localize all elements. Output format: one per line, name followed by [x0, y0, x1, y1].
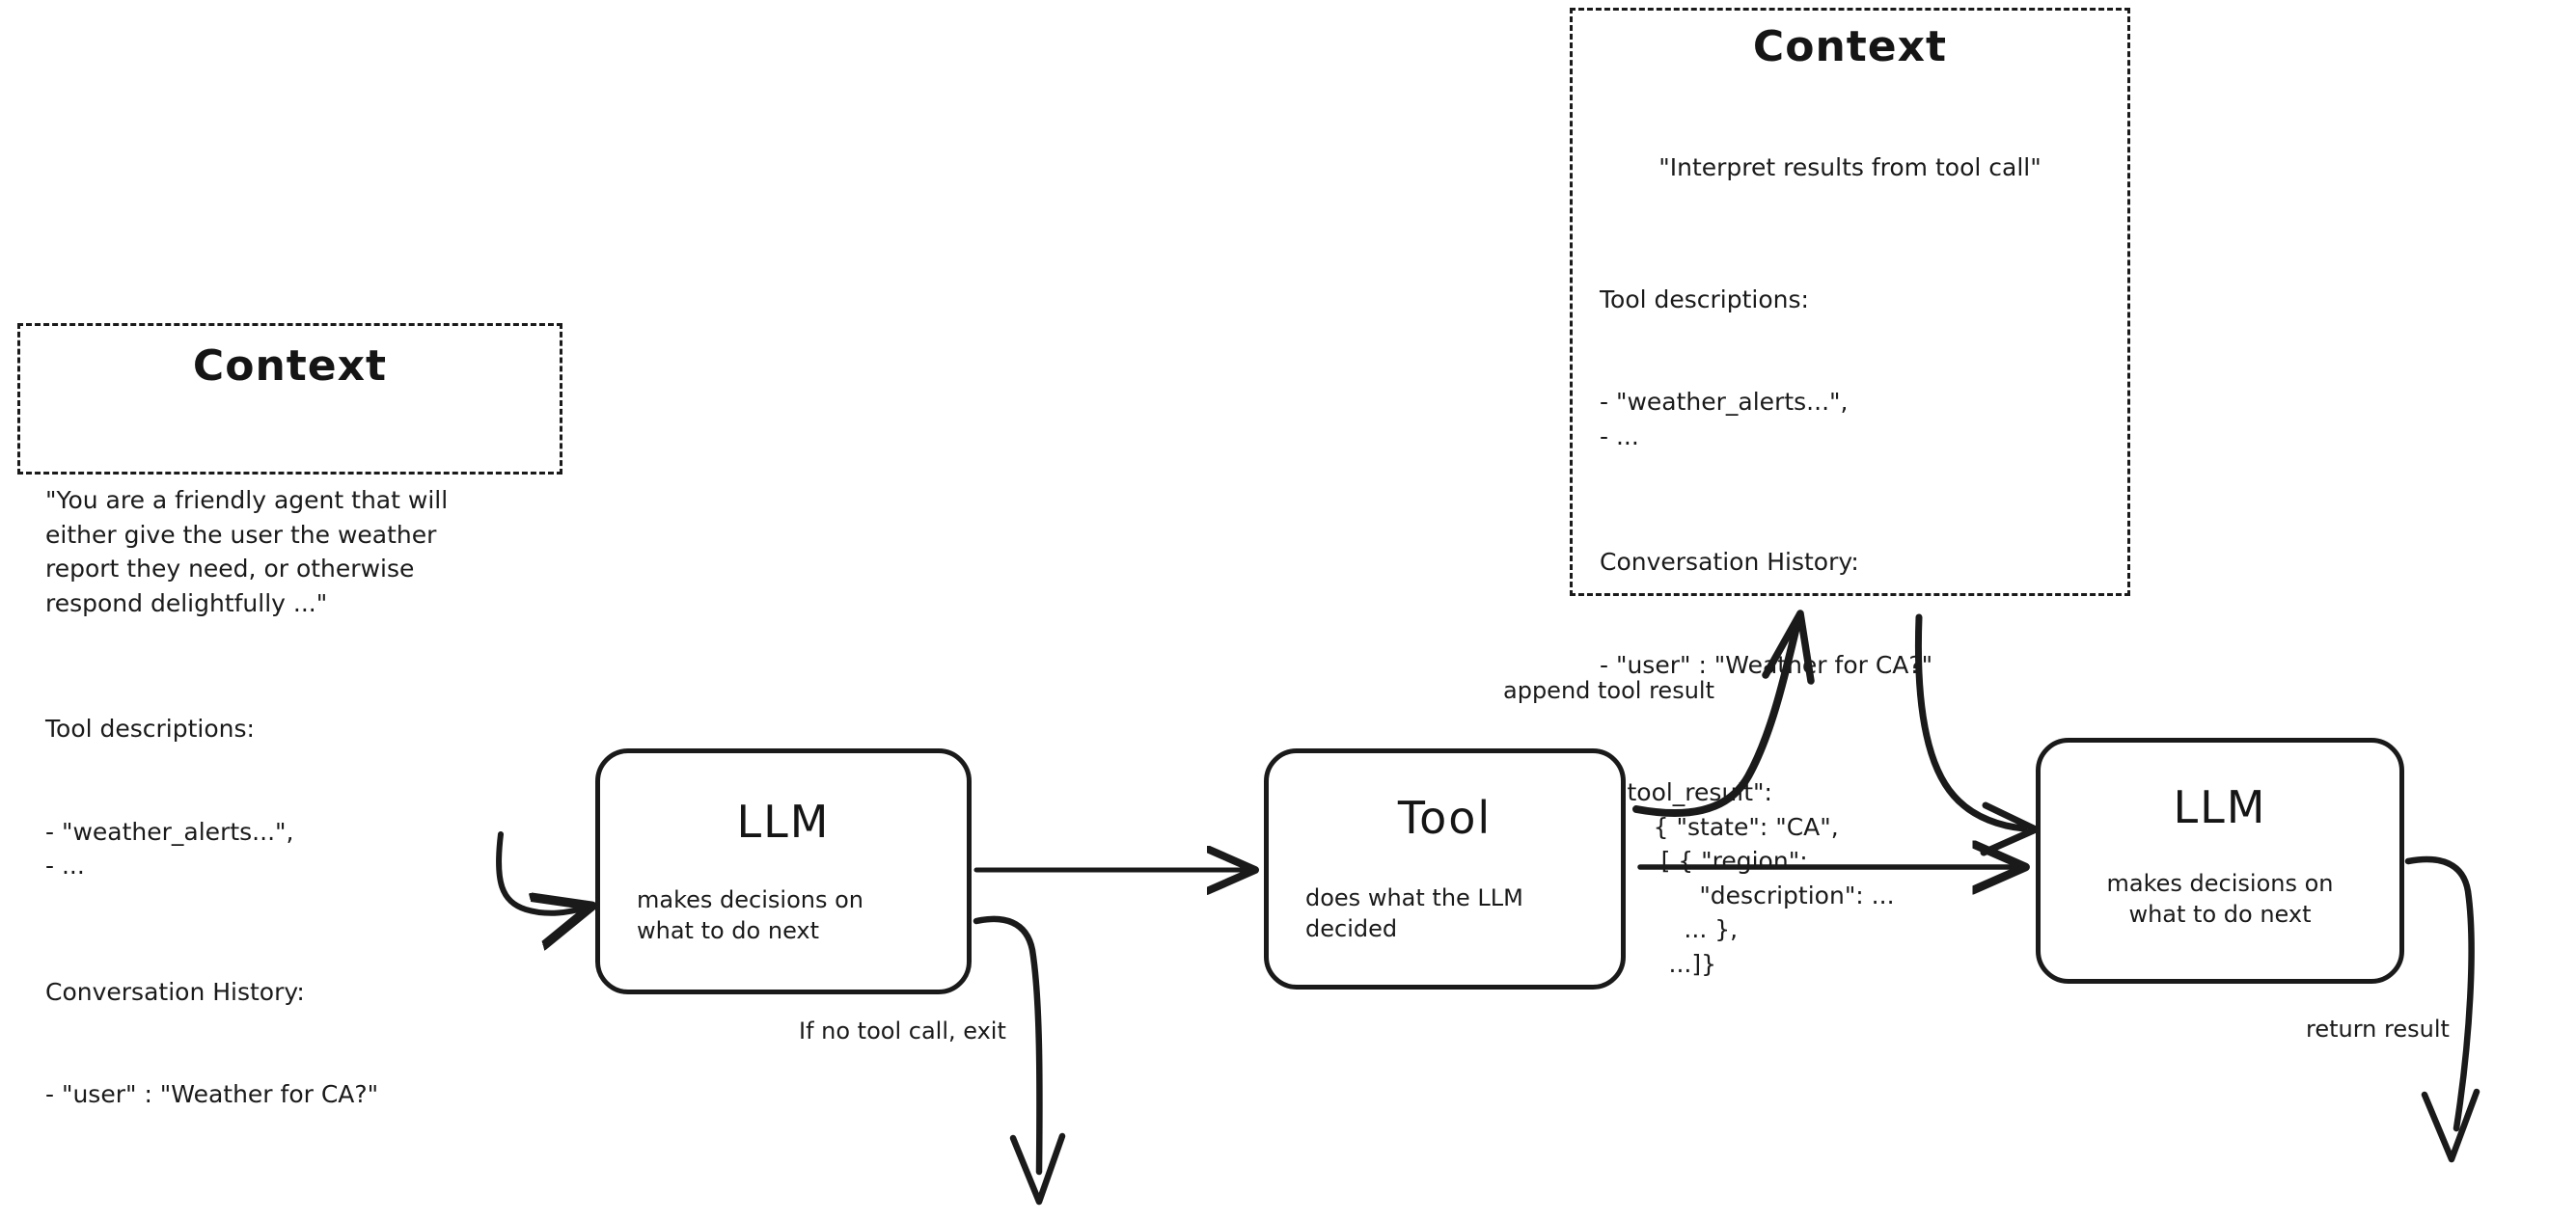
- node-llm-first-title: LLM: [736, 796, 831, 848]
- context-right-instruction: "Interpret results from tool call": [1658, 153, 2042, 182]
- edge-label-append-tool-result: append tool result: [1503, 677, 1714, 704]
- context-panel-right: Context "Interpret results from tool cal…: [1570, 8, 2130, 978]
- node-tool[interactable]: Tool does what the LLM decided: [1264, 748, 1626, 990]
- edge-llm1-exit: [973, 915, 1066, 1206]
- node-llm-second-subtitle: makes decisions on what to do next: [2106, 870, 2334, 929]
- context-left-tools-heading: Tool descriptions:: [45, 715, 255, 744]
- context-right-conversation-user: - "user" : "Weather for CA?": [1600, 650, 1933, 679]
- context-left-system-prompt: "You are a friendly agent that will eith…: [45, 486, 449, 617]
- context-right-tool-result: - "tool_result": { "state": "CA", [ { "r…: [1600, 778, 1895, 978]
- edge-label-if-no-tool-call-exit: If no tool call, exit: [799, 1018, 1006, 1045]
- context-left-conversation-items: - "user" : "Weather for CA?": [45, 1080, 379, 1109]
- context-left-conversation-heading: Conversation History:: [45, 977, 305, 1006]
- node-llm-first-subtitle: makes decisions on what to do next: [637, 886, 863, 945]
- edge-llm2-return: [2404, 855, 2480, 1163]
- context-left-body: "You are a friendly agent that will eith…: [45, 415, 534, 1180]
- context-panel-left: Context "You are a friendly agent that w…: [17, 323, 562, 1108]
- node-llm-second-title: LLM: [2173, 781, 2267, 833]
- node-llm-second[interactable]: LLM makes decisions on what to do next: [2036, 738, 2404, 984]
- context-right-tools-heading: Tool descriptions:: [1600, 285, 1809, 313]
- edge-label-return-result: return result: [2306, 1016, 2450, 1043]
- context-left-title: Context: [192, 341, 388, 391]
- node-tool-title: Tool: [1397, 792, 1493, 844]
- context-right-tools-items: - "weather_alerts...", - ...: [1600, 388, 1849, 450]
- context-right-title: Context: [1752, 22, 1948, 71]
- node-llm-first[interactable]: LLM makes decisions on what to do next: [595, 748, 972, 994]
- context-left-tools-items: - "weather_alerts...", - ...: [45, 817, 294, 881]
- node-tool-subtitle: does what the LLM decided: [1305, 884, 1523, 943]
- context-right-conversation-heading: Conversation History:: [1600, 548, 1859, 577]
- context-right-body: "Interpret results from tool call" Tool …: [1600, 82, 2100, 1049]
